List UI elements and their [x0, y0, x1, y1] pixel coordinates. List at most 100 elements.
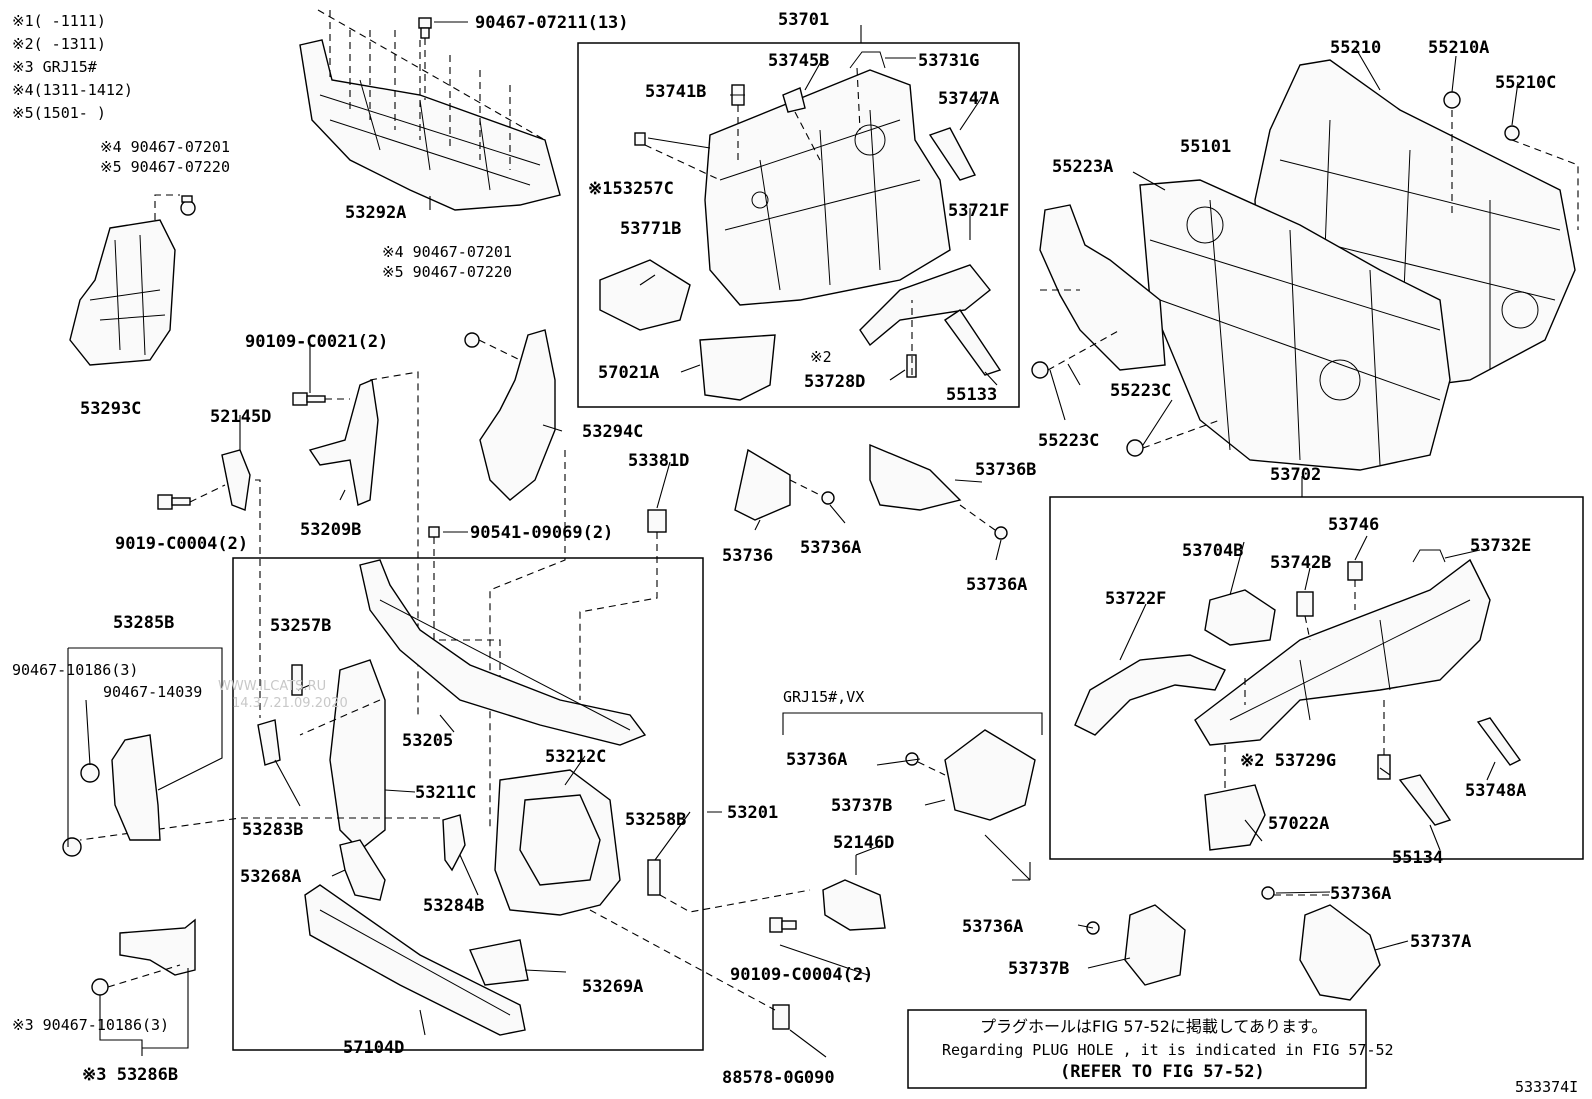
- label-53748A: 53748A: [1465, 781, 1526, 801]
- label-53736A-c: 53736A: [786, 750, 847, 770]
- part-53747A-shape: [928, 127, 977, 181]
- label-53211C: 53211C: [415, 783, 476, 803]
- label-52145D: 52145D: [210, 407, 271, 427]
- label-53269A: 53269A: [582, 977, 643, 997]
- label-90467-07201-b: ※4 90467-07201: [382, 243, 512, 261]
- label-90467-10186-b: ※3 90467-10186(3): [12, 1016, 169, 1034]
- label-53268A: 53268A: [240, 867, 301, 887]
- part-53212C-shape: [494, 769, 621, 916]
- label-53737B-a: 53737B: [831, 796, 892, 816]
- label-90467-07201-a: ※4 90467-07201: [100, 138, 230, 156]
- label-53257B: 53257B: [270, 616, 331, 636]
- part-55133-shape: [944, 309, 1002, 376]
- watermark-site: WWW.ILCATS.RU: [218, 679, 326, 694]
- part-53209B-shape: [308, 379, 379, 506]
- label-55223C-a: 55223C: [1110, 381, 1171, 401]
- part-53285B-shape: [111, 734, 161, 841]
- bracket-53286B: [99, 968, 189, 1056]
- clip-55210C-icon: [1504, 125, 1520, 141]
- label-grj15-vx: GRJ15#,VX: [783, 688, 864, 706]
- part-55134-shape: [1398, 774, 1452, 826]
- label-53286B: ※3 53286B: [82, 1065, 178, 1085]
- clip-90467-10186-icon-c: [91, 978, 109, 996]
- label-55101: 55101: [1180, 137, 1231, 157]
- label-90541-09069: 90541-09069(2): [470, 523, 613, 543]
- part-53381D-shape: [647, 509, 667, 533]
- diagram-id: 533374I: [1515, 1078, 1578, 1096]
- plug-hole-note-en: Regarding PLUG HOLE , it is indicated in…: [942, 1041, 1394, 1059]
- label-53771B: 53771B: [620, 219, 681, 239]
- label-90109-C0021: 90109-C0021(2): [245, 332, 388, 352]
- label-53741B: 53741B: [645, 82, 706, 102]
- part-53257C-shape: [634, 132, 646, 146]
- label-57022A: 57022A: [1268, 814, 1329, 834]
- part-53745B-shape: [782, 87, 806, 113]
- label-53381D: 53381D: [628, 451, 689, 471]
- clip-90467-07211-icon: [418, 17, 432, 39]
- label-90467-07220-b: ※5 90467-07220: [382, 263, 512, 281]
- part-57104D-shape: [304, 884, 526, 1036]
- plug-hole-note-jp: プラグホールはFIG 57-52に掲載してあります。: [980, 1017, 1327, 1036]
- label-52146D: 52146D: [833, 833, 894, 853]
- label-88578-0G090: 88578-0G090: [722, 1068, 835, 1088]
- nut-55223C-icon-b: [1126, 439, 1144, 457]
- group-box-53201: [232, 557, 704, 1051]
- label-90467-10186-a: 90467-10186(3): [12, 661, 138, 679]
- bracket-grj15: [782, 712, 1043, 735]
- bolt-90109-C0004-icon: [769, 917, 797, 933]
- label-53736A-d: 53736A: [1330, 884, 1391, 904]
- watermark-date: 14.37.21.09.2020: [232, 696, 348, 711]
- part-53284B-shape: [442, 814, 466, 872]
- label-53736: 53736: [722, 546, 773, 566]
- clip-53736A-icon-b: [994, 526, 1008, 540]
- label-53212C: 53212C: [545, 747, 606, 767]
- label-53736A-a: 53736A: [800, 538, 861, 558]
- label-90467-07211: 90467-07211(13): [475, 13, 629, 33]
- part-53268A-shape: [339, 839, 386, 901]
- label-53257C: ※153257C: [588, 179, 674, 199]
- part-53269A-shape: [469, 939, 529, 986]
- dash-53701-group: [644, 67, 913, 375]
- label-53747A: 53747A: [938, 89, 999, 109]
- part-53211C-shape: [329, 659, 386, 851]
- note-4: ※4(1311-1412): [12, 81, 133, 99]
- clip-90467-07201-icon-b: [464, 332, 480, 348]
- plug-hole-note-ref: (REFER TO FIG 57-52): [1060, 1062, 1265, 1082]
- bolt-9019-C0004-icon: [157, 494, 191, 510]
- part-53294C-shape: [479, 329, 556, 501]
- part-53731G-shape: [849, 51, 886, 69]
- part-52146D-shape: [822, 879, 886, 931]
- label-57104D: 57104D: [343, 1038, 404, 1058]
- label-53701: 53701: [778, 10, 829, 30]
- dash-55-group: [1040, 110, 1579, 449]
- part-53205-shape: [359, 559, 647, 746]
- label-53721F: 53721F: [948, 201, 1009, 221]
- part-53729G-shape: [1377, 754, 1391, 780]
- part-53771B-shape: [599, 259, 691, 331]
- label-53745B: 53745B: [768, 51, 829, 71]
- part-53258B-shape: [647, 859, 661, 896]
- label-53209B: 53209B: [300, 520, 361, 540]
- clip-90467-07201-icon-a: [180, 195, 196, 216]
- part-53286B-shape: [119, 918, 196, 976]
- part-53748A-shape: [1476, 717, 1522, 766]
- part-53283B-shape: [257, 719, 281, 766]
- dash-53209B: [325, 371, 419, 715]
- clip-90467-10186-icon-a: [80, 763, 100, 783]
- part-53737B-shape-b: [1124, 904, 1186, 986]
- part-55223A-shape: [1039, 204, 1166, 371]
- label-53702: 53702: [1270, 465, 1321, 485]
- plug-hole-note-box: [907, 1009, 1367, 1089]
- part-55101-shape: [1139, 179, 1451, 471]
- dash-53702-group: [1224, 580, 1385, 790]
- label-53736B: 53736B: [975, 460, 1036, 480]
- label-53729G: ※2 53729G: [1240, 751, 1336, 771]
- clip-55210A-icon: [1443, 91, 1461, 109]
- label-53205: 53205: [402, 731, 453, 751]
- part-53736B-shape: [869, 443, 962, 511]
- part-53746-shape: [1347, 561, 1363, 581]
- part-53737A-shape: [1299, 904, 1381, 1001]
- clip-53736A-icon-a: [821, 491, 835, 505]
- label-55223A: 55223A: [1052, 157, 1113, 177]
- label-55223C-b: 55223C: [1038, 431, 1099, 451]
